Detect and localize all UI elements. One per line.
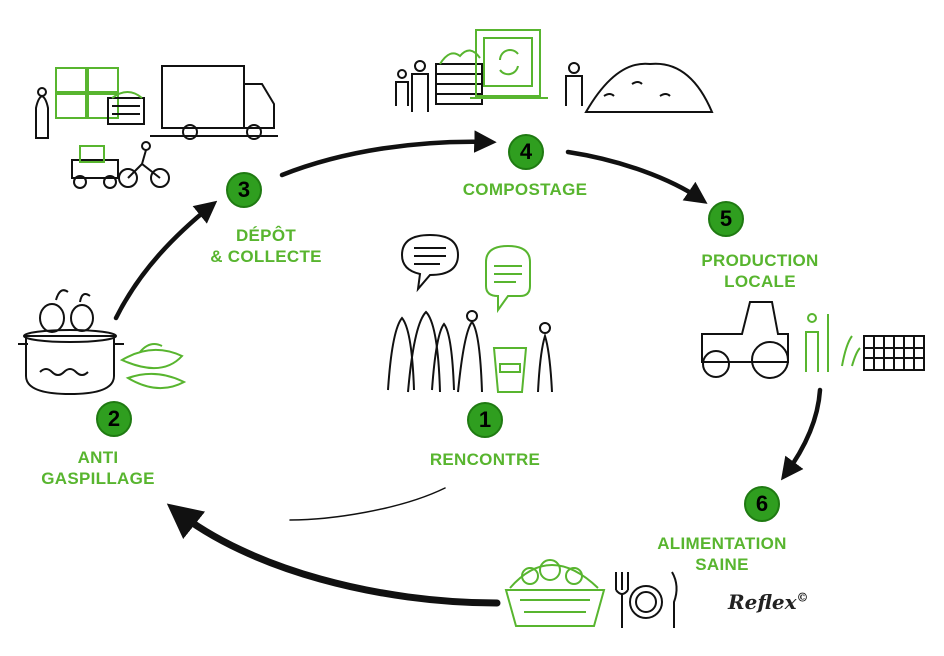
step-4-label: COMPOSTAGE xyxy=(455,179,595,200)
step-5-number: 5 xyxy=(708,201,744,237)
step-6-label-line: SAINE xyxy=(695,555,749,574)
truck-bike-crates-icon xyxy=(35,65,278,189)
step-3-label-line: DÉPÔT xyxy=(235,226,297,245)
step-4-number: 4 xyxy=(508,134,544,170)
compost-bins-icon xyxy=(395,29,714,113)
step-5-label: PRODUCTION LOCALE xyxy=(690,250,830,292)
step-5-label-line: LOCALE xyxy=(724,272,796,291)
step-5-label-line: PRODUCTION xyxy=(701,251,819,270)
step-6-number: 6 xyxy=(744,486,780,522)
step-2-number: 2 xyxy=(96,401,132,437)
step-1-label: RENCONTRE xyxy=(415,449,555,470)
step-6-label: ALIMENTATION SAINE xyxy=(634,533,810,575)
step-2-label-line: ANTI xyxy=(77,448,119,467)
arrow-6-to-2 xyxy=(166,503,501,607)
people-speech-bubbles-icon xyxy=(387,233,553,393)
arrow-3-to-4 xyxy=(279,130,497,178)
step-3-label: DÉPÔT & COLLECTE xyxy=(196,225,336,267)
arrow-5-to-6 xyxy=(780,387,823,481)
arrow-2-to-3 xyxy=(113,200,218,321)
arrow-4-to-5 xyxy=(565,149,708,204)
food-basket-cutlery-icon xyxy=(504,559,678,628)
step-3-label-line: & COLLECTE xyxy=(210,247,322,266)
reflex-logo: Reflex© xyxy=(728,590,809,614)
cycle-arrows xyxy=(113,130,823,607)
arrow-1-to-2 xyxy=(289,487,446,521)
cooking-pot-vegetables-icon xyxy=(18,289,187,396)
tractor-garden-icon xyxy=(701,301,925,379)
step-3-number: 3 xyxy=(226,172,262,208)
step-6-label-line: ALIMENTATION xyxy=(657,534,787,553)
step-1-label-line: RENCONTRE xyxy=(429,450,541,469)
step-4-label-line: COMPOSTAGE xyxy=(462,180,588,199)
step-2-label-line: GASPILLAGE xyxy=(41,469,155,488)
logo-copyright-mark: © xyxy=(796,590,809,605)
step-1-number: 1 xyxy=(467,402,503,438)
step-2-label: ANTI GASPILLAGE xyxy=(28,447,168,489)
logo-text: Reflex xyxy=(728,590,797,614)
